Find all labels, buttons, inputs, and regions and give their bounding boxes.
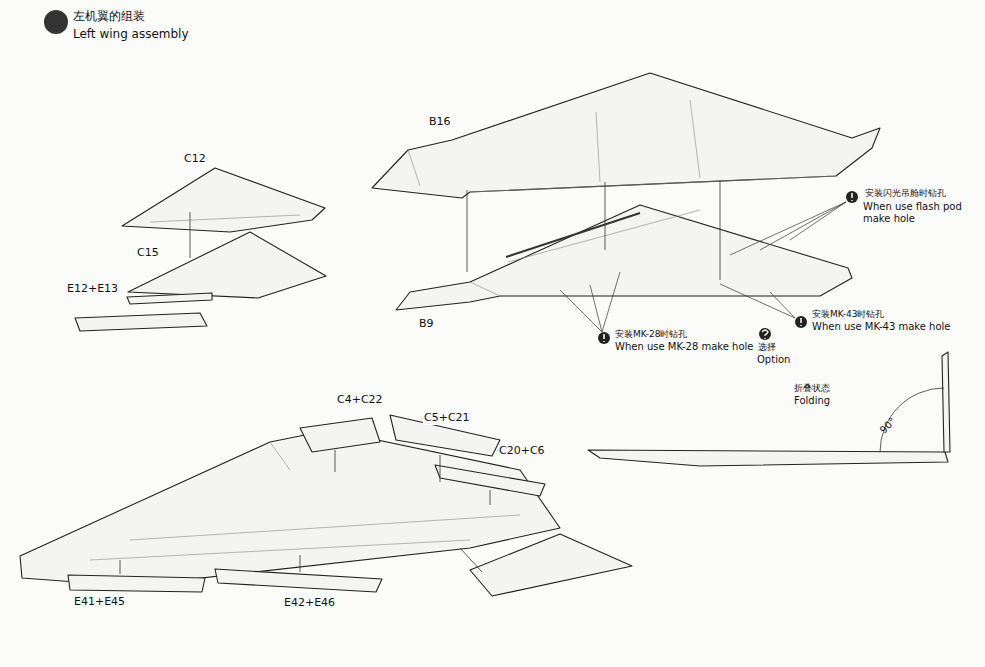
part-number: C4+C22 <box>336 394 384 407</box>
flap-part <box>215 569 382 592</box>
part-number: C12 <box>183 153 207 166</box>
flap-part <box>68 575 205 592</box>
part-number: E12+E13 <box>66 283 119 296</box>
step-marker <box>44 10 68 34</box>
note-text: When use MK-28 make hole <box>614 341 754 353</box>
folded-wing-view <box>588 450 948 466</box>
part-number: E42+E46 <box>283 597 336 610</box>
note-text: 安装MK-43时钻孔 <box>811 309 885 319</box>
note-text: Folding <box>793 395 831 407</box>
part-number: E41+E45 <box>73 596 126 609</box>
note-text: 折叠状态 <box>793 383 831 393</box>
folded-wing-view <box>942 352 950 452</box>
outer-wing-part <box>122 168 325 232</box>
note-text: When use flash pod <box>862 201 963 213</box>
part-number: C5+C21 <box>423 412 471 425</box>
flap-part <box>300 418 380 452</box>
angle-label: 90° <box>877 415 899 437</box>
part-number: B9 <box>418 318 435 331</box>
part-number: B16 <box>428 116 452 129</box>
step-title: Left wing assembly <box>72 28 190 42</box>
fold-strip <box>127 293 212 304</box>
option-text: Option <box>756 354 791 366</box>
part-number: C20+C6 <box>498 445 546 458</box>
note-text: make hole <box>862 213 916 225</box>
option-text: 选择 <box>757 342 777 352</box>
note-text: When use MK-43 make hole <box>811 321 951 333</box>
lower-wing-part <box>396 205 852 310</box>
note-text: 安装MK-28时钻孔 <box>614 329 688 339</box>
step-title: 左机翼的组装 <box>72 10 146 24</box>
part-number: C15 <box>136 247 160 260</box>
note-text: 安装闪光吊舱时钻孔 <box>864 188 947 198</box>
outer-wing-part <box>128 232 326 298</box>
outer-wing-part <box>470 534 632 596</box>
upper-wing-part <box>372 73 880 198</box>
flap-part <box>75 313 207 331</box>
